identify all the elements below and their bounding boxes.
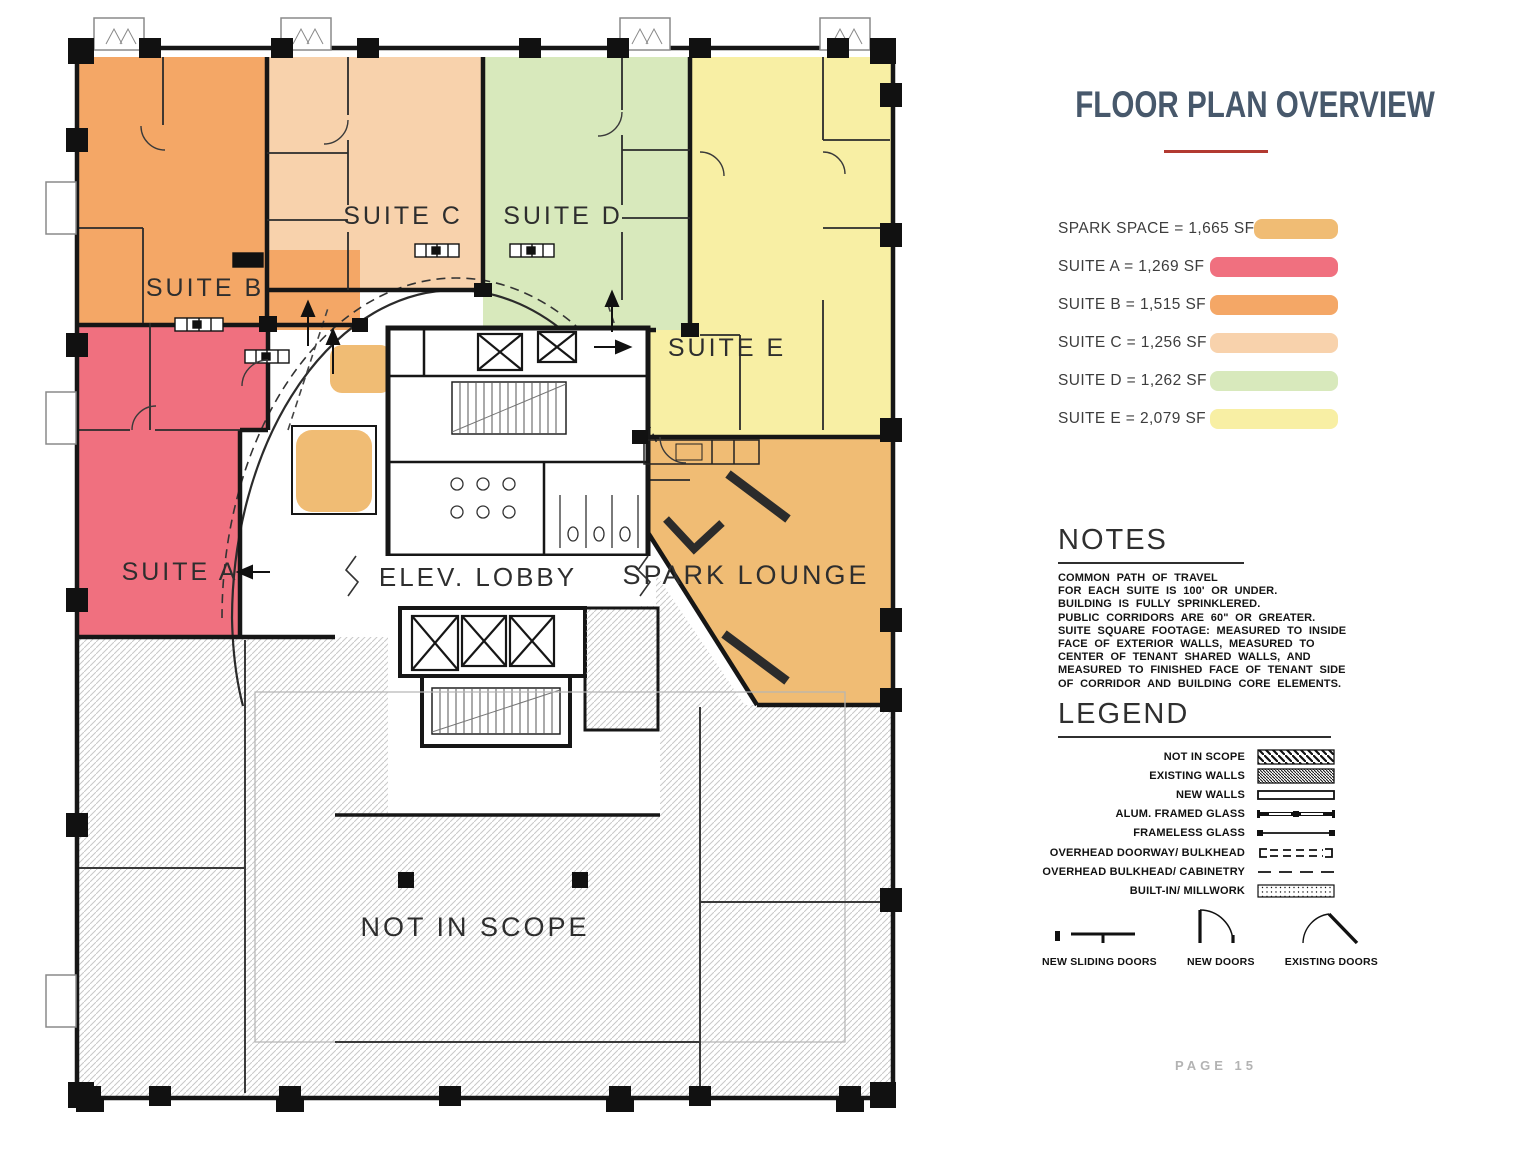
key-row-suite-b: SUITE B = 1,515 SF <box>1040 294 1392 315</box>
key-label: SUITE A = 1,269 SF <box>1058 257 1205 275</box>
notes-line: FOR EACH SUITE IS 100' OR UNDER. <box>1058 585 1278 598</box>
key-label: SUITE C = 1,256 SF <box>1058 333 1207 351</box>
door-arcs <box>131 111 846 464</box>
existing-walls-symbol <box>1257 767 1335 785</box>
notes-rule <box>1058 562 1244 564</box>
notes-section: NOTES COMMON PATH OF TRAVEL FOR EACH SUI… <box>1040 524 1392 691</box>
spark-lounge-region <box>640 437 893 705</box>
overhead-bulkhead-symbol <box>1257 863 1335 881</box>
existing-doors-symbol <box>1289 905 1373 954</box>
legend-item-overhead-bulkhead: OVERHEAD BULKHEAD/ CABINETRY <box>1040 862 1392 881</box>
not-in-scope-symbol <box>1257 748 1335 766</box>
legend-item-not-in-scope: NOT IN SCOPE <box>1040 747 1392 766</box>
page-title: FLOOR PLAN OVERVIEW <box>1075 84 1435 125</box>
suite-a-label: SUITE A <box>122 558 239 586</box>
kitchen-counter <box>643 439 760 465</box>
notes-heading: NOTES <box>1058 524 1168 556</box>
stair-upper <box>451 381 567 435</box>
new-sliding-doors-item: NEW SLIDING DOORS <box>1042 905 1157 968</box>
key-label: SPARK SPACE = 1,665 SF <box>1058 219 1255 237</box>
key-label: SUITE D = 1,262 SF <box>1058 371 1207 389</box>
not-in-scope-walls <box>78 640 891 1093</box>
notes-line: COMMON PATH OF TRAVEL <box>1058 572 1218 584</box>
suite-c-label: SUITE C <box>343 202 463 230</box>
legend-item-new-walls: NEW WALLS <box>1040 785 1392 804</box>
suite-d-region <box>483 57 690 358</box>
notes-line: MEASURED TO FINISHED FACE OF TENANT SIDE <box>1058 664 1346 677</box>
suite-c-swatch <box>1210 332 1338 353</box>
page-number: PAGE 15 <box>1175 1058 1257 1073</box>
new-sliding-doors-symbol <box>1047 905 1151 954</box>
spark-lounge-details <box>643 439 791 685</box>
millwork-fixtures <box>174 243 555 364</box>
overhead-doorway-symbol <box>1257 844 1335 862</box>
key-row-suite-a: SUITE A = 1,269 SF <box>1040 256 1392 277</box>
legend-item-built-in-millwork: BUILT-IN/ MILLWORK <box>1040 881 1392 900</box>
frameless-glass-symbol <box>1257 824 1335 842</box>
building-core-upper <box>291 325 651 559</box>
notes-line: CENTER OF TENANT SHARED WALLS, AND <box>1058 651 1311 664</box>
built-in-millwork-symbol <box>1257 882 1335 900</box>
notes-line: PUBLIC CORRIDORS ARE 60" OR GREATER. <box>1058 611 1316 624</box>
key-row-suite-d: SUITE D = 1,262 SF <box>1040 370 1392 391</box>
suite-square-footage-key: SPARK SPACE = 1,665 SF SUITE A = 1,269 S… <box>1040 218 1392 446</box>
legend-rule <box>1058 736 1331 738</box>
structural-columns <box>66 38 902 1112</box>
legend-item-frameless-glass: FRAMELESS GLASS <box>1040 824 1392 843</box>
stair-lower <box>420 674 572 748</box>
elevator-shafts-upper <box>476 330 578 372</box>
suite-a-region <box>78 323 268 637</box>
suite-c-region <box>267 57 483 290</box>
suite-b-region <box>78 57 360 330</box>
notes-line: OF CORRIDOR AND BUILDING CORE ELEMENTS. <box>1058 677 1342 690</box>
notes-line: FACE OF EXTERIOR WALLS, MEASURED TO <box>1058 638 1315 651</box>
core-shaft <box>583 606 660 732</box>
new-doors-symbol <box>1186 905 1256 954</box>
elevator-shafts-lower <box>410 614 556 672</box>
building-core-lower <box>398 606 660 748</box>
legend-item-existing-walls: EXISTING WALLS <box>1040 766 1392 785</box>
suite-d-label: SUITE D <box>503 202 623 230</box>
spark-lounge-hatch-corner <box>636 545 746 707</box>
spark-space-swatch <box>1254 218 1339 239</box>
legend-heading: LEGEND <box>1058 698 1190 730</box>
key-row-suite-c: SUITE C = 1,256 SF <box>1040 332 1392 353</box>
legend-item-overhead-doorway: OVERHEAD DOORWAY/ BULKHEAD <box>1040 843 1392 862</box>
not-in-scope-label: NOT IN SCOPE <box>360 912 589 942</box>
suite-e-label: SUITE E <box>668 334 786 362</box>
elev-lobby-band <box>338 555 656 606</box>
suite-e-swatch <box>1210 408 1338 429</box>
door-legend: NEW SLIDING DOORS NEW DOORS EXISTING DOO… <box>1040 905 1392 968</box>
legend-section: LEGEND NOT IN SCOPE EXISTING WALLS NEW W… <box>1040 698 1392 901</box>
notes-line: BUILDING IS FULLY SPRINKLERED. <box>1058 598 1261 611</box>
floor-plan: SUITE B SUITE C SUITE D SUITE E SUITE A … <box>45 17 902 1112</box>
key-row-spark: SPARK SPACE = 1,665 SF <box>1040 218 1392 239</box>
existing-doors-item: EXISTING DOORS <box>1285 905 1378 968</box>
info-panel: FLOOR PLAN OVERVIEW SPARK SPACE = 1,665 … <box>1040 0 1435 1144</box>
legend-item-alum-framed-glass: ALUM. FRAMED GLASS <box>1040 805 1392 824</box>
key-label: SUITE B = 1,515 SF <box>1058 295 1207 313</box>
key-row-suite-e: SUITE E = 2,079 SF <box>1040 408 1392 429</box>
core-annex <box>291 425 377 515</box>
alum-framed-glass-symbol <box>1257 805 1335 823</box>
new-walls-symbol <box>1257 786 1335 804</box>
notes-line: SUITE SQUARE FOOTAGE: MEASURED TO INSIDE <box>1058 624 1347 637</box>
elev-lobby-label: ELEV. LOBBY <box>379 562 577 592</box>
suite-d-swatch <box>1210 370 1338 391</box>
suite-b-label: SUITE B <box>146 274 264 302</box>
restrooms <box>450 462 639 556</box>
floor-plan-svg: SUITE B SUITE C SUITE D SUITE E SUITE A … <box>45 17 902 1112</box>
suite-a-swatch <box>1210 256 1338 277</box>
title-accent-rule <box>1164 150 1268 153</box>
spark-lounge-label: SPARK LOUNGE <box>622 560 869 590</box>
new-doors-item: NEW DOORS <box>1186 905 1256 968</box>
notes-body: COMMON PATH OF TRAVEL FOR EACH SUITE IS … <box>1058 572 1366 691</box>
key-label: SUITE E = 2,079 SF <box>1058 409 1207 427</box>
perimeter-walls <box>45 17 902 1112</box>
path-arrows <box>235 289 633 580</box>
suite-b-swatch <box>1210 294 1338 315</box>
